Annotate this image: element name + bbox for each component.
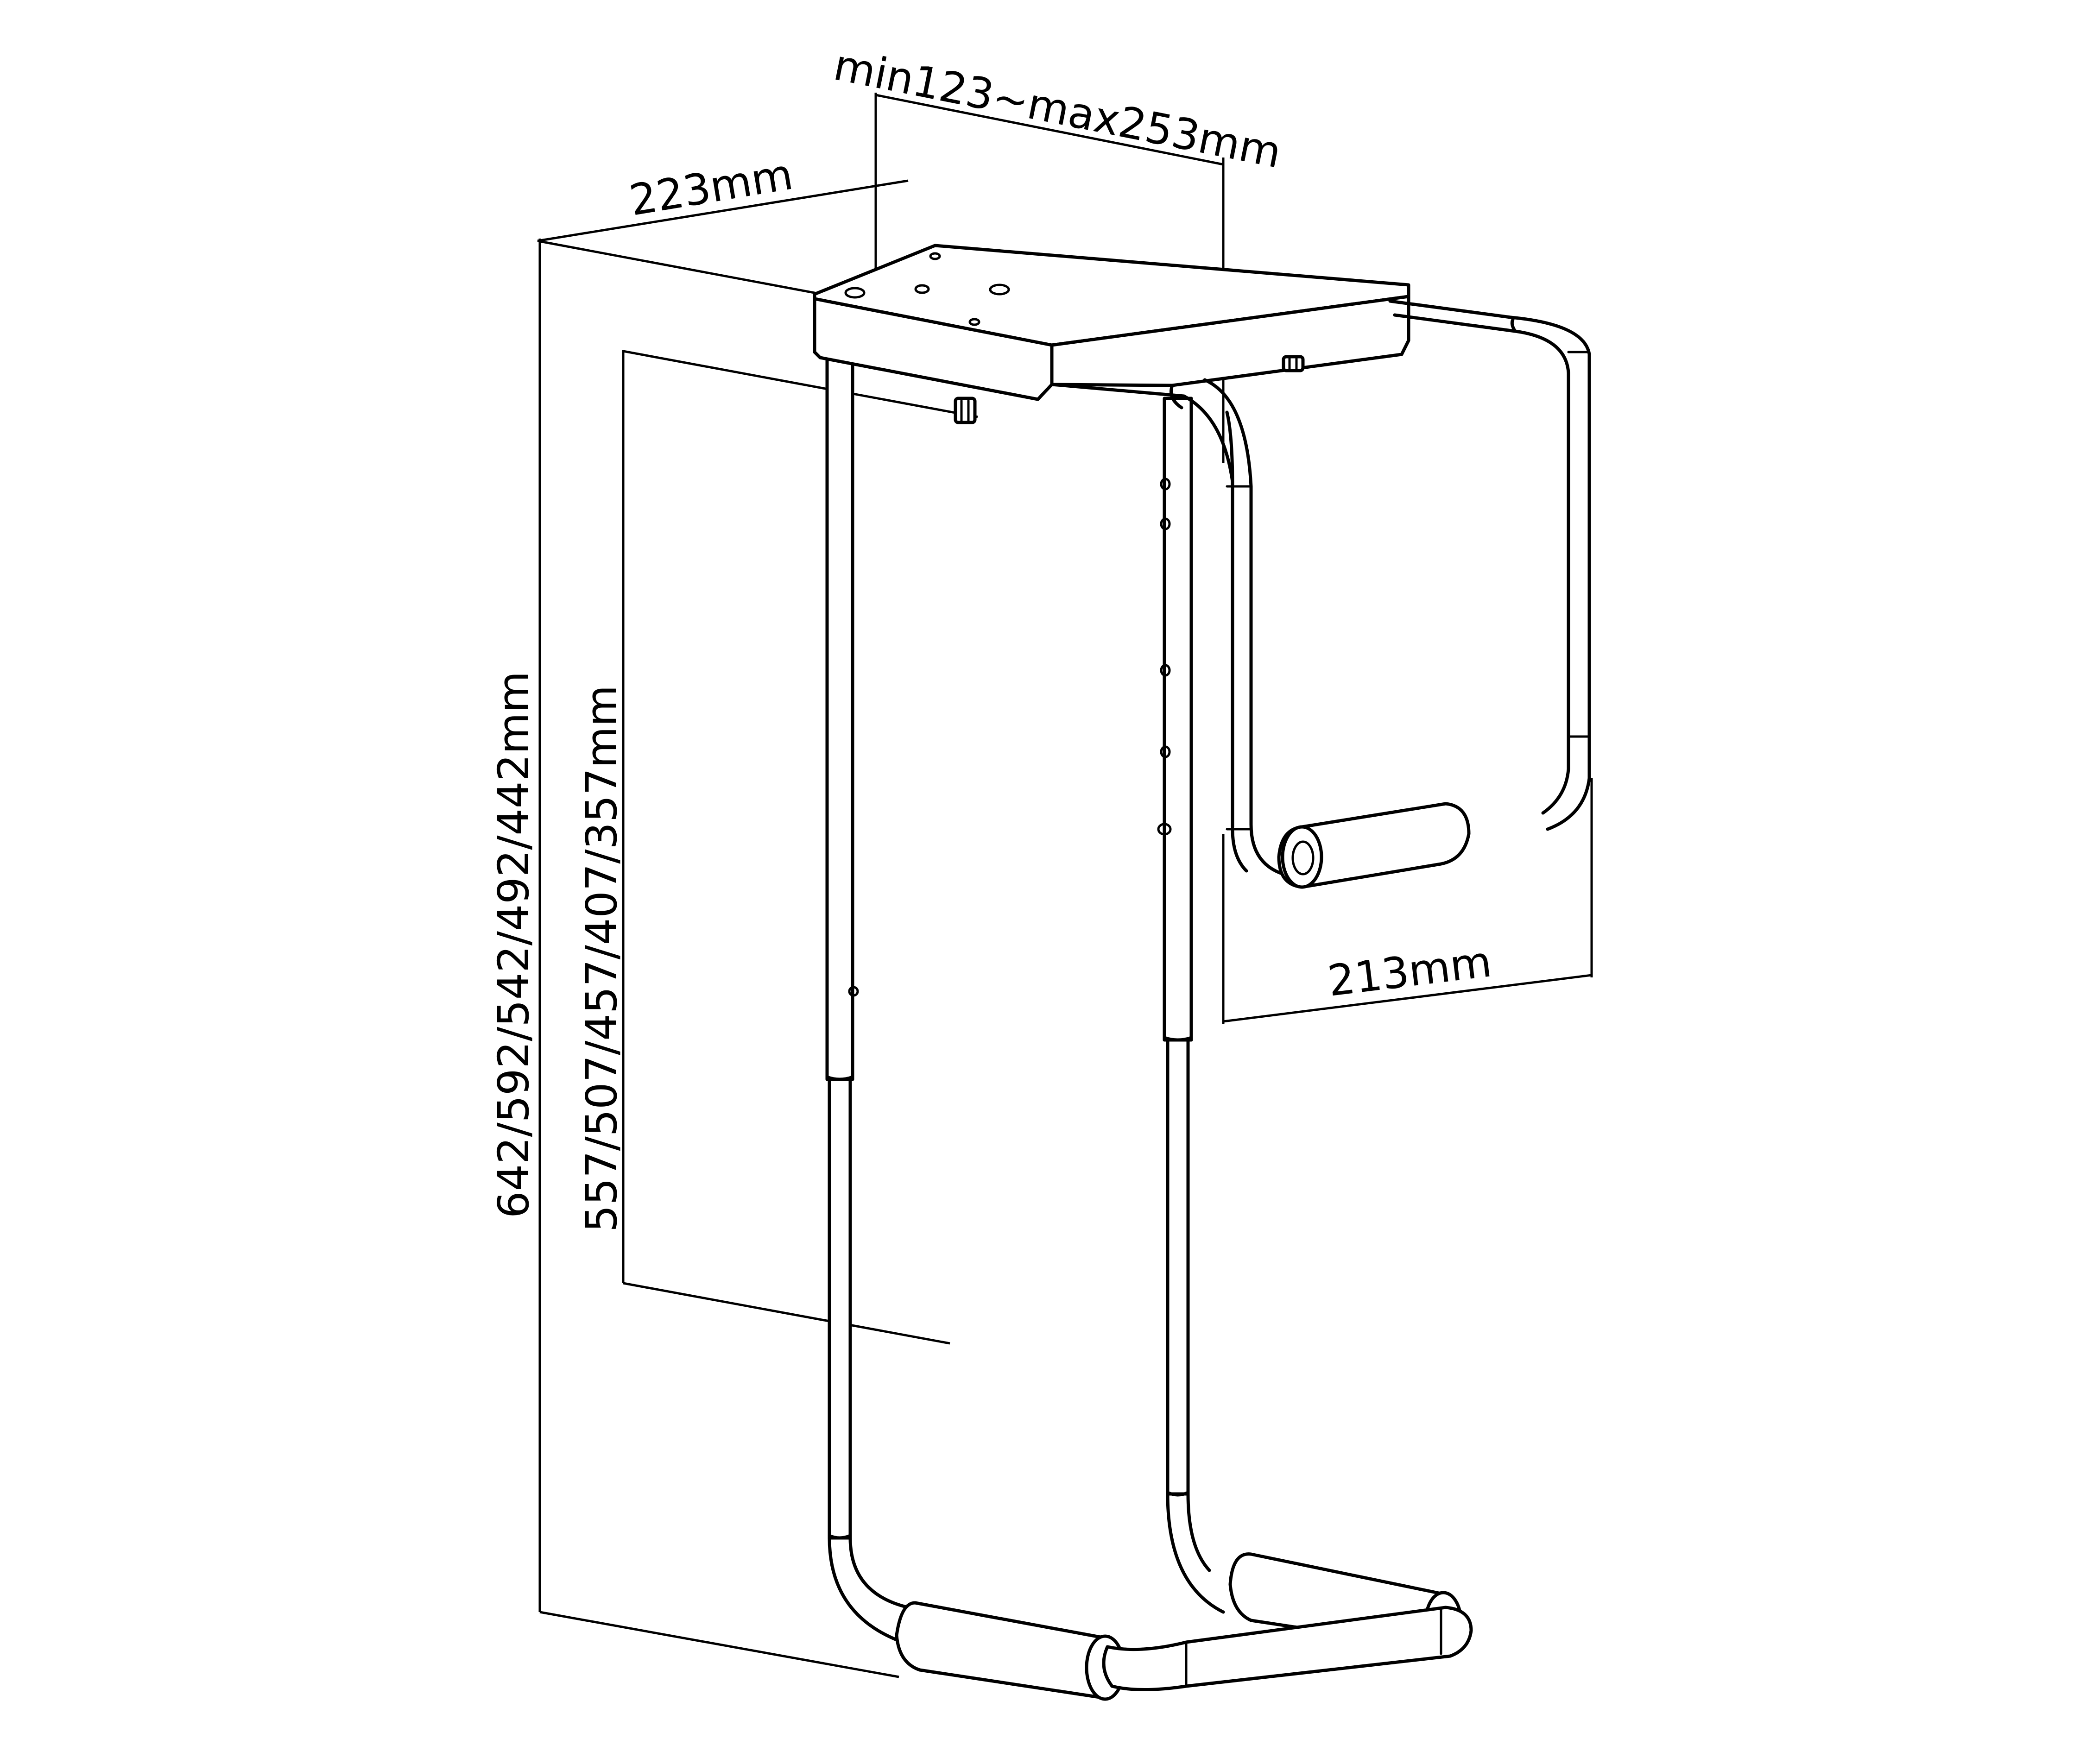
pole-lock-pin-icon	[848, 986, 859, 997]
label-side-bracket-depth: 213mm	[1325, 937, 1494, 1006]
label-adjustable-width: min123~max253mm	[830, 40, 1285, 178]
mounting-hole-icon	[968, 318, 980, 326]
keyhole-slot-icon	[844, 287, 866, 299]
rear-arm	[1050, 383, 1234, 484]
bracket-roller-pad	[1277, 802, 1471, 889]
adjustment-knobs	[954, 355, 1305, 424]
mounting-hole-icon	[929, 252, 941, 260]
label-total-height: 642/592/542/492/442mm	[489, 671, 538, 1218]
left-pole	[825, 341, 910, 1642]
label-top-plate-depth: 223mm	[626, 150, 797, 226]
label-inner-height: 557/507/457/407/357mm	[577, 685, 626, 1232]
base	[895, 1552, 1473, 1701]
pole-adjustment-holes	[1157, 478, 1172, 836]
dimension-labels: min123~max253mm 223mm 642/592/542/492/44…	[489, 40, 1494, 1232]
right-pole	[1157, 397, 1225, 1614]
keyhole-slot-icon	[989, 284, 1010, 296]
mounting-hole-icon	[914, 284, 930, 294]
top-plate	[813, 244, 1410, 401]
mounting-holes	[844, 252, 1010, 326]
side-bracket	[1203, 299, 1591, 889]
knob-front-icon	[954, 397, 977, 424]
knob-rear-icon	[1282, 355, 1305, 372]
front-foot-pad	[895, 1601, 1125, 1701]
dimension-lines	[537, 93, 1593, 1678]
